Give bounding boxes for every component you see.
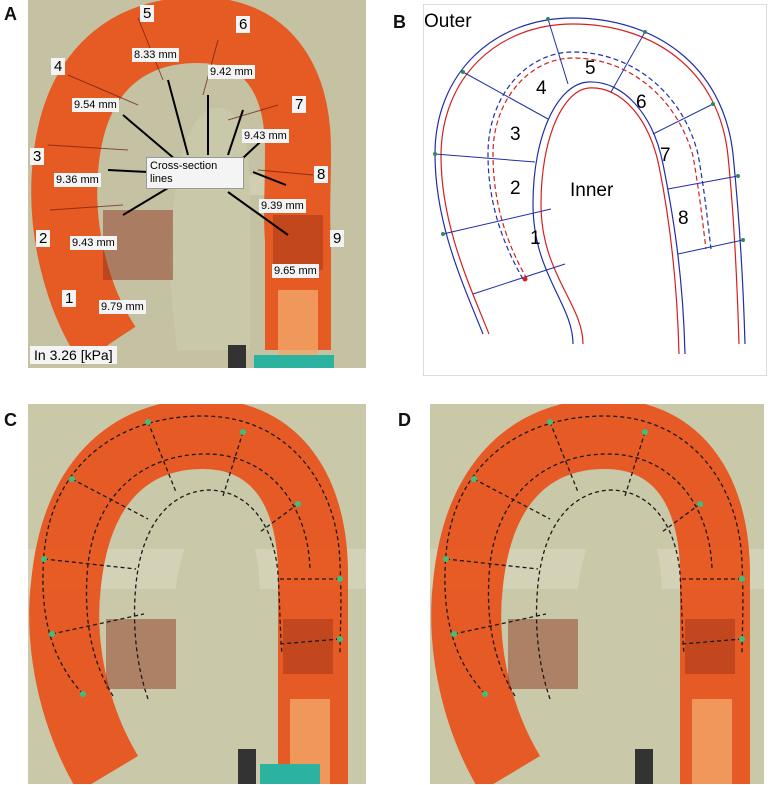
thickness-label-9: 9.65 mm [272, 264, 319, 278]
phantom-arch [31, 0, 332, 364]
outer-contour-blue [434, 17, 746, 345]
thickness-label-6: 9.42 mm [208, 65, 255, 79]
panel-a-letter: A [4, 4, 17, 24]
panel-b-outline-diagram [423, 4, 767, 376]
segment-label-2: 2 [510, 178, 521, 199]
outer-label: Outer [424, 11, 472, 32]
dark-patch-right [273, 215, 323, 270]
callout-box: Cross-section lines [146, 157, 244, 189]
inner-contour-blue [532, 81, 686, 355]
section-number-6: 6 [236, 16, 251, 33]
thickness-label-5: 8.33 mm [132, 48, 179, 62]
section-number-9: 9 [330, 230, 345, 247]
thickness-label-4: 9.54 mm [72, 98, 119, 112]
inner-contour-red [540, 87, 680, 355]
section-number-4: 4 [51, 58, 66, 75]
callout-line1: Cross-section [150, 160, 218, 172]
thickness-label-7: 9.43 mm [242, 129, 289, 143]
inner-label: Inner [570, 180, 614, 201]
mid-contour-dashed [487, 51, 712, 280]
connector-base [254, 355, 334, 368]
panel-b-letter: B [393, 12, 406, 32]
thickness-label-8: 9.39 mm [259, 199, 306, 213]
thickness-label-1: 9.79 mm [99, 300, 146, 314]
segment-label-7: 7 [660, 145, 671, 166]
segment-label-1: 1 [530, 228, 541, 249]
panel-d-photo [430, 404, 764, 784]
segment-label-5: 5 [585, 58, 596, 79]
section-number-5: 5 [140, 5, 155, 22]
panel-c-letter: C [4, 410, 17, 430]
outer-contour-red [440, 23, 740, 345]
thickness-label-3: 9.36 mm [54, 173, 101, 187]
section-number-3: 3 [30, 148, 45, 165]
panel-c-photo [28, 404, 366, 784]
segment-label-6: 6 [636, 92, 647, 113]
segment-label-3: 3 [510, 124, 521, 145]
callout-line2: lines [150, 173, 173, 185]
section-number-7: 7 [292, 96, 307, 113]
section-number-8: 8 [314, 166, 329, 183]
section-number-1: 1 [62, 290, 77, 307]
thickness-label-2: 9.43 mm [70, 236, 117, 250]
connector [228, 345, 246, 368]
phantom-arch-c [29, 404, 349, 784]
section-number-2: 2 [36, 230, 51, 247]
segment-label-4: 4 [536, 78, 547, 99]
phantom-arch-d [431, 404, 750, 784]
panel-d-letter: D [398, 410, 411, 430]
pressure-label: In 3.26 [kPa] [30, 346, 117, 364]
segment-label-8: 8 [678, 208, 689, 229]
